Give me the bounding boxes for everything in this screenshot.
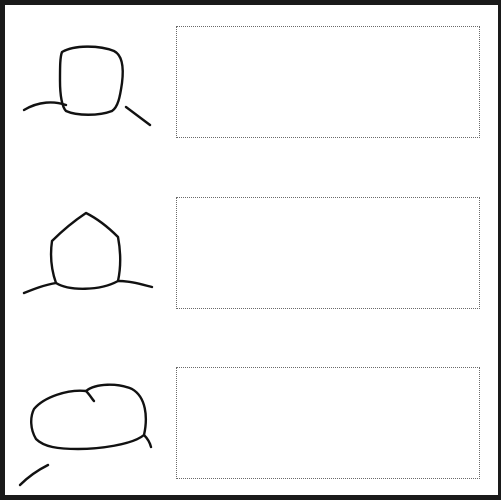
pentagon-on-line-icon	[14, 205, 164, 325]
answer-box-1[interactable]	[176, 26, 480, 138]
rounded-square-on-line-icon	[14, 35, 164, 155]
flattened-oval-on-line-icon	[14, 373, 164, 493]
answer-box-2[interactable]	[176, 197, 480, 309]
answer-box-3[interactable]	[176, 367, 480, 479]
